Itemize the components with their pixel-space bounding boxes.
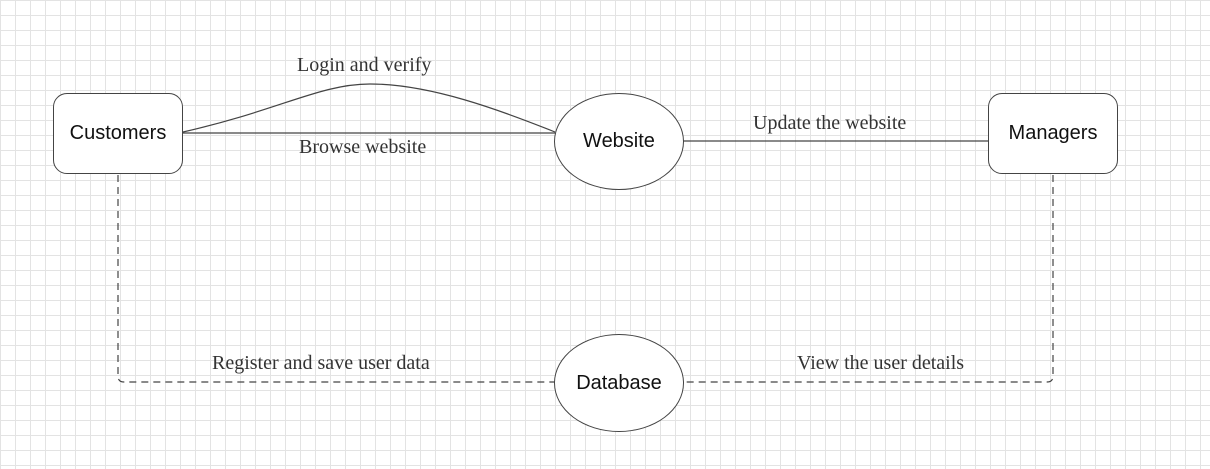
label-browse-website: Browse website — [299, 136, 427, 158]
database-node[interactable]: Database — [554, 334, 684, 432]
label-register-and-save-user-data: Register and save user data — [212, 352, 430, 374]
website-node[interactable]: Website — [554, 93, 684, 190]
customers-node[interactable]: Customers — [53, 93, 183, 174]
label-login-and-verify: Login and verify — [297, 54, 432, 76]
edge-register-and-save-user-data — [117, 175, 555, 383]
managers-node[interactable]: Managers — [988, 93, 1118, 174]
database-label: Database — [576, 371, 662, 394]
customers-label: Customers — [69, 122, 167, 144]
managers-label: Managers — [1008, 122, 1098, 144]
website-label: Website — [583, 130, 655, 152]
edge-login-and-verify — [182, 83, 556, 133]
label-update-the-website: Update the website — [753, 112, 907, 134]
label-view-the-user-details: View the user details — [797, 352, 965, 374]
edge-view-the-user-details — [683, 175, 1054, 383]
